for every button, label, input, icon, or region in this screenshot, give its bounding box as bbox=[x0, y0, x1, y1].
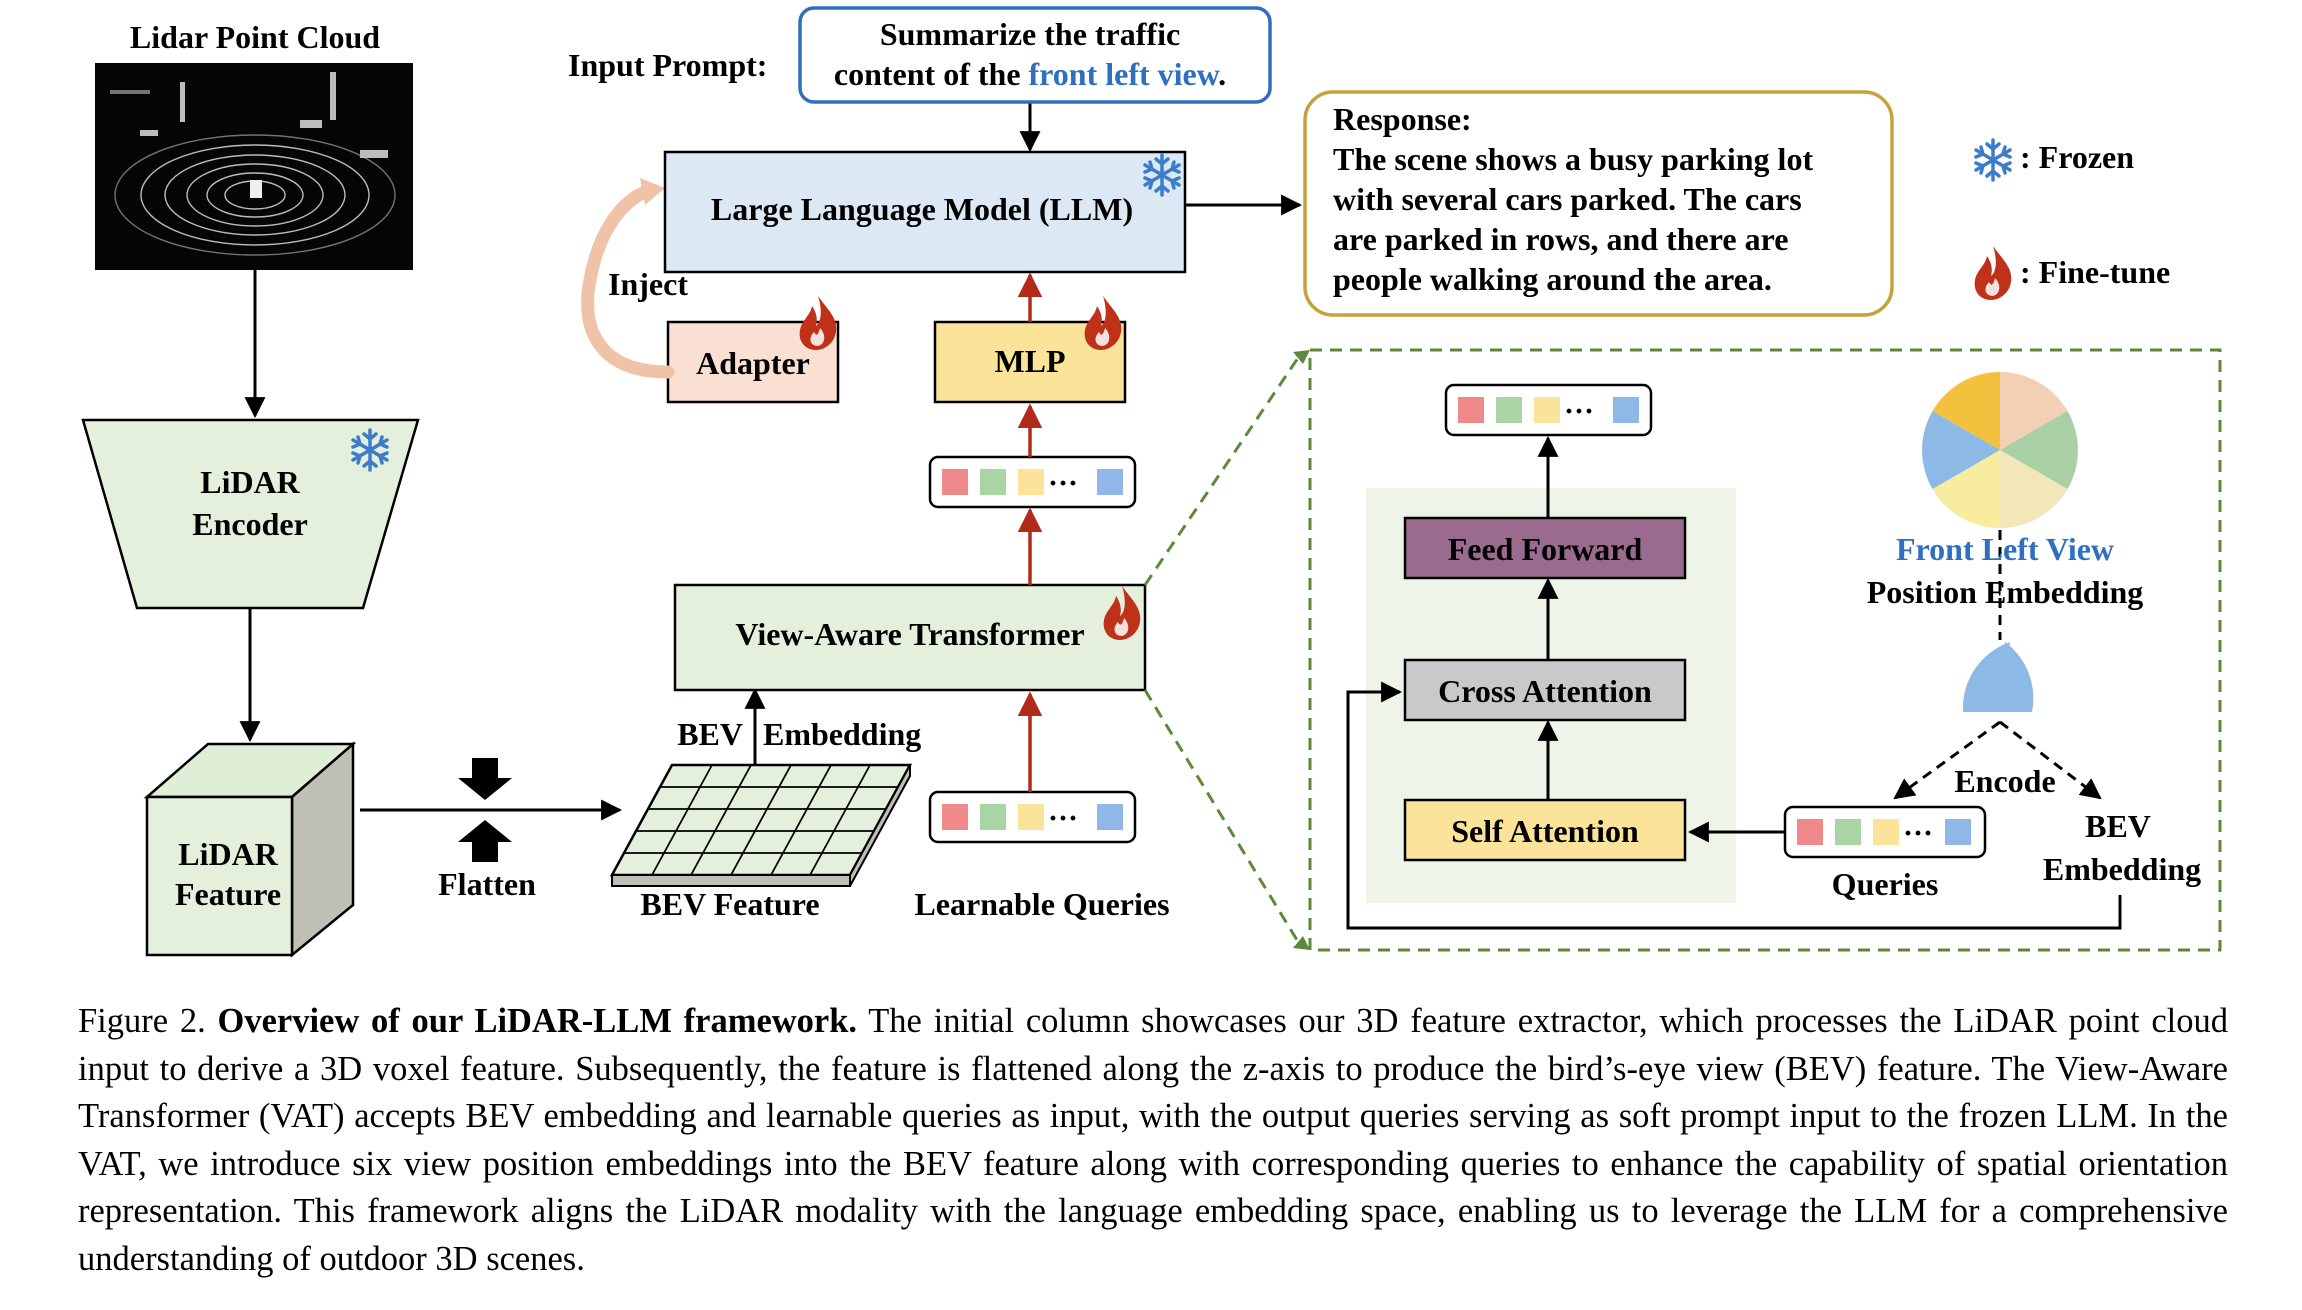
adapter-block: Adapter bbox=[666, 296, 840, 404]
lidar-feature-label-2: Feature bbox=[175, 876, 281, 912]
bev-feature-label: BEV Feature bbox=[640, 886, 819, 922]
token-ellipsis-4: ··· bbox=[1903, 817, 1933, 850]
mlp-label: MLP bbox=[994, 343, 1065, 379]
feed-forward-block: Feed Forward bbox=[1403, 516, 1687, 580]
response-line-2: with several cars parked. The cars bbox=[1333, 181, 1802, 217]
caption-prefix: Figure 2. bbox=[78, 1002, 218, 1040]
learnable-queries-tokens: ··· bbox=[928, 790, 1137, 844]
inject-curve-arrow bbox=[581, 178, 675, 379]
lidar-feature-cube: LiDAR Feature bbox=[143, 741, 357, 958]
flatten-arrows-icon bbox=[458, 758, 512, 862]
self-attention-label: Self Attention bbox=[1451, 813, 1639, 849]
self-attention-block: Self Attention bbox=[1403, 798, 1687, 862]
prompt-line-1: Summarize the traffic bbox=[880, 16, 1180, 52]
view-sector-icon-right bbox=[2000, 642, 2034, 712]
flatten-label: Flatten bbox=[438, 866, 536, 902]
encode-label: Encode bbox=[1954, 763, 2055, 799]
front-left-view-label: Front Left View bbox=[1896, 531, 2114, 567]
legend-frozen-label: : Frozen bbox=[2020, 139, 2134, 175]
vat-output-tokens: ··· bbox=[928, 455, 1137, 509]
response-title: Response: bbox=[1333, 101, 1472, 137]
queries-label: Queries bbox=[1832, 866, 1939, 902]
view-aware-transformer: View-Aware Transformer bbox=[673, 583, 1147, 692]
response-box: Response: The scene shows a busy parking… bbox=[1303, 90, 1894, 317]
token-ellipsis-1: ··· bbox=[1048, 802, 1078, 835]
prompt-line-2: content of the front left view. bbox=[834, 56, 1226, 92]
legend-fire-icon bbox=[1974, 246, 2012, 300]
bev-embedding-right-label-1: BEV bbox=[2085, 808, 2151, 844]
response-line-3: are parked in rows, and there are bbox=[1333, 221, 1788, 257]
cross-attention-block: Cross Attention bbox=[1403, 658, 1687, 722]
vat-label: View-Aware Transformer bbox=[735, 616, 1084, 652]
bev-embedding-right-label-2: Embedding bbox=[2043, 851, 2201, 887]
token-ellipsis-3: ··· bbox=[1564, 395, 1594, 428]
view-pie-chart bbox=[1922, 372, 2078, 528]
token-ellipsis-2: ··· bbox=[1048, 467, 1078, 500]
legend-finetune-label: : Fine-tune bbox=[2020, 254, 2170, 290]
view-sector-icon bbox=[1962, 642, 2010, 712]
learnable-queries-label: Learnable Queries bbox=[914, 886, 1169, 922]
position-embedding-label: Position Embedding bbox=[1867, 574, 2144, 610]
input-prompt-label: Input Prompt: bbox=[568, 47, 767, 83]
vat-detail-output-tokens: ··· bbox=[1444, 383, 1653, 437]
llm-label: Large Language Model (LLM) bbox=[711, 191, 1133, 227]
lidar-encoder-label-2: Encoder bbox=[192, 506, 308, 542]
mlp-block: MLP bbox=[933, 296, 1127, 404]
response-line-4: people walking around the area. bbox=[1333, 261, 1772, 297]
lidar-point-cloud-label: Lidar Point Cloud bbox=[130, 19, 380, 55]
vat-detail-panel bbox=[1308, 348, 2222, 952]
lidar-point-cloud-image bbox=[95, 63, 413, 270]
prompt-box: Summarize the traffic content of the fro… bbox=[798, 6, 1272, 104]
feed-forward-label: Feed Forward bbox=[1448, 531, 1643, 567]
lidar-encoder: LiDAR Encoder bbox=[81, 418, 420, 610]
caption-body: The initial column showcases our 3D feat… bbox=[78, 1002, 2228, 1278]
llm-block: Large Language Model (LLM) bbox=[663, 150, 1187, 274]
figure-caption: Figure 2. Overview of our LiDAR-LLM fram… bbox=[78, 998, 2228, 1283]
bev-embedding-label-b: Embedding bbox=[763, 716, 921, 752]
bev-feature-grid bbox=[609, 763, 913, 887]
cross-attention-label: Cross Attention bbox=[1438, 673, 1652, 709]
bev-embedding-label-a: BEV bbox=[677, 716, 743, 752]
adapter-label: Adapter bbox=[696, 345, 810, 381]
lidar-encoder-label-1: LiDAR bbox=[200, 464, 300, 500]
vat-detail-queries-tokens: ··· bbox=[1783, 805, 1987, 859]
legend-snowflake-icon bbox=[1974, 138, 2012, 182]
response-line-1: The scene shows a busy parking lot bbox=[1333, 141, 1813, 177]
caption-title: Overview of our LiDAR-LLM framework. bbox=[217, 1002, 858, 1040]
lidar-feature-label-1: LiDAR bbox=[178, 836, 278, 872]
